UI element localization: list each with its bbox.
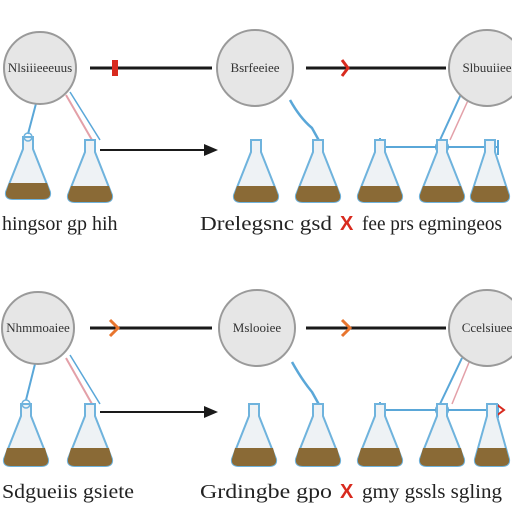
bubble-label: Nlsiiieeeuus <box>8 60 72 75</box>
bubble-label: Ccelsiuee <box>462 320 512 335</box>
connector-line <box>439 91 463 141</box>
connector-line <box>449 95 471 141</box>
flask-icon <box>294 139 342 203</box>
caption-left: hingsor gp hih <box>2 213 118 235</box>
connector-line <box>451 359 471 405</box>
flask-icon <box>469 139 511 203</box>
red-marker <box>340 59 350 77</box>
arrow-head-icon <box>204 406 218 418</box>
flask-icon <box>66 139 114 203</box>
caption-middle: Grdingbe gpo <box>200 481 332 503</box>
flask-icon <box>66 403 114 467</box>
connector-line <box>439 357 463 405</box>
caption-right: gmy gssls sgling <box>362 481 502 503</box>
red-marker <box>112 60 118 76</box>
flask-icon <box>232 139 280 203</box>
diagram-row-1: Nlsiiieeeuus Bsrfeeiee Slbuuiiee <box>2 29 512 235</box>
flask-icon <box>418 403 466 467</box>
caption-left: Sdgueiis gsiete <box>2 481 134 503</box>
flask-icon <box>418 139 466 203</box>
orange-marker <box>108 318 121 338</box>
flask-icon <box>2 399 50 467</box>
flask-icon <box>230 403 278 467</box>
bubble-label: Slbuuiiee <box>462 60 511 75</box>
bubble-2: Bsrfeeiee <box>216 29 294 107</box>
caption-right: fee prs egmingeos <box>362 213 502 235</box>
bubble-label: Nhmmoaiee <box>6 320 70 335</box>
orange-marker <box>340 318 353 338</box>
flask-icon <box>294 403 342 467</box>
flask-icon <box>356 403 404 467</box>
cross-icon: X <box>340 213 354 235</box>
diagram-row-2: Nhmmoaiee Mslooiee Ccelsiuee <box>1 289 512 503</box>
caption-middle: Drelegsnc gsd <box>200 213 332 235</box>
connector-line <box>290 361 324 411</box>
connector-line <box>25 359 37 401</box>
bubble-1: Nhmmoaiee <box>1 291 75 365</box>
connector-line <box>65 94 93 141</box>
arrow-head-icon <box>204 144 218 156</box>
flask-icon <box>473 403 511 467</box>
connector-line <box>288 99 324 147</box>
cross-icon: X <box>340 481 354 503</box>
flask-icon <box>4 132 52 200</box>
bubble-3: Slbuuiiee <box>448 29 512 107</box>
flask-icon <box>356 139 404 203</box>
red-marker <box>495 403 506 417</box>
connector-line <box>69 354 101 405</box>
connector-line <box>69 91 101 141</box>
bubble-1: Nlsiiieeeuus <box>3 31 77 105</box>
bubble-3: Ccelsiuee <box>448 289 512 367</box>
connector-line <box>65 357 93 405</box>
bubble-2: Mslooiee <box>218 289 296 367</box>
bubble-label: Mslooiee <box>233 320 282 335</box>
bubble-label: Bsrfeeiee <box>230 60 279 75</box>
